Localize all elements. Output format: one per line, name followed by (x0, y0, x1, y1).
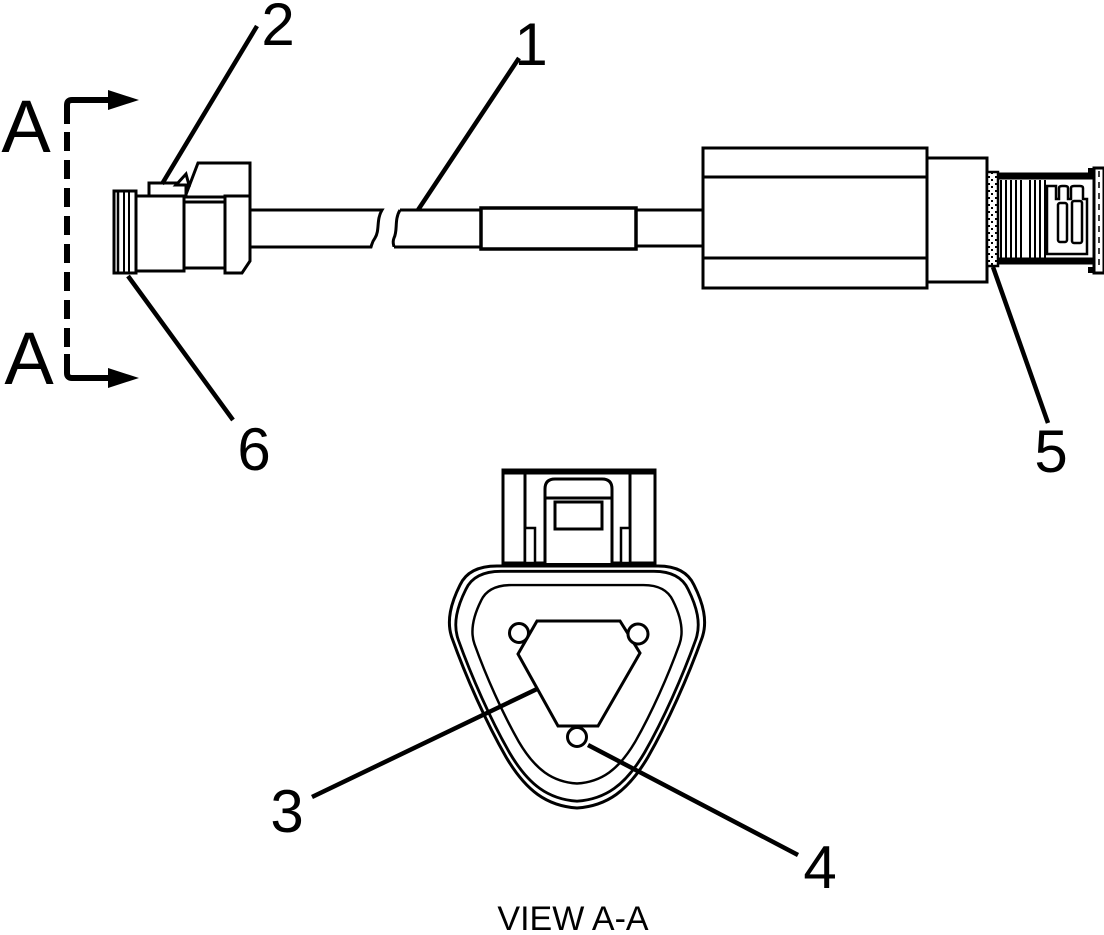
callout-label-1: 1 (514, 11, 547, 78)
pin-top-right (626, 622, 650, 646)
cable-segment-left (250, 208, 385, 249)
latch-housing (501, 468, 657, 565)
latch-slot-right (619, 526, 632, 565)
leader-callout-3 (311, 686, 538, 800)
callout-label-2: 2 (261, 0, 294, 58)
connector-collar (223, 194, 252, 275)
callout-label-6: 6 (237, 416, 270, 483)
section-label-top: A (1, 85, 51, 168)
pin-top-left (508, 622, 530, 644)
end-flange (1088, 166, 1104, 275)
cable-sleeve (479, 206, 638, 251)
connector-back-housing (182, 161, 252, 199)
leader-callout-5 (990, 266, 1051, 424)
locking-tab-latch (172, 170, 191, 187)
connector-main-body (134, 194, 186, 273)
leader-callout-1 (416, 56, 521, 212)
left-connector (112, 161, 252, 275)
section-label-bottom: A (4, 317, 54, 400)
connector-neck (925, 156, 989, 284)
threaded-barrel (998, 172, 1094, 265)
ribbed-end-cap (112, 189, 138, 275)
latch-window (553, 500, 604, 531)
face-outline-inner (471, 583, 683, 785)
section-arrow-top-icon (108, 90, 139, 110)
leader-callout-6 (126, 274, 235, 422)
leader-callout-4 (586, 743, 800, 857)
pin-slot-1 (1056, 201, 1069, 244)
knurled-ring (985, 170, 1000, 268)
face-outline-middle (454, 569, 700, 803)
view-label: VIEW A-A (497, 900, 648, 935)
callout-label-3: 3 (270, 778, 303, 845)
connector-mid-body (182, 200, 227, 270)
callout-label-4: 4 (803, 834, 836, 901)
section-marker (64, 90, 139, 388)
section-line-bottom-elbow (64, 354, 108, 381)
leader-callout-2 (160, 24, 259, 186)
section-line-top-elbow (64, 97, 108, 124)
cable (250, 206, 703, 251)
pin-bottom (566, 726, 588, 748)
callout-leaders (126, 24, 1051, 857)
section-arrow-bottom-icon (108, 368, 139, 388)
right-connector (701, 146, 1104, 290)
center-keyway (516, 619, 642, 728)
callout-label-5: 5 (1034, 418, 1067, 485)
terminal-block (1045, 184, 1089, 256)
view-a-a (447, 468, 707, 810)
thread-ribs (1000, 180, 1046, 258)
pin-slot-2 (1070, 199, 1084, 245)
cable-break-edge (391, 209, 402, 248)
overmold-body (701, 146, 929, 290)
latch-slot-left (523, 526, 537, 565)
